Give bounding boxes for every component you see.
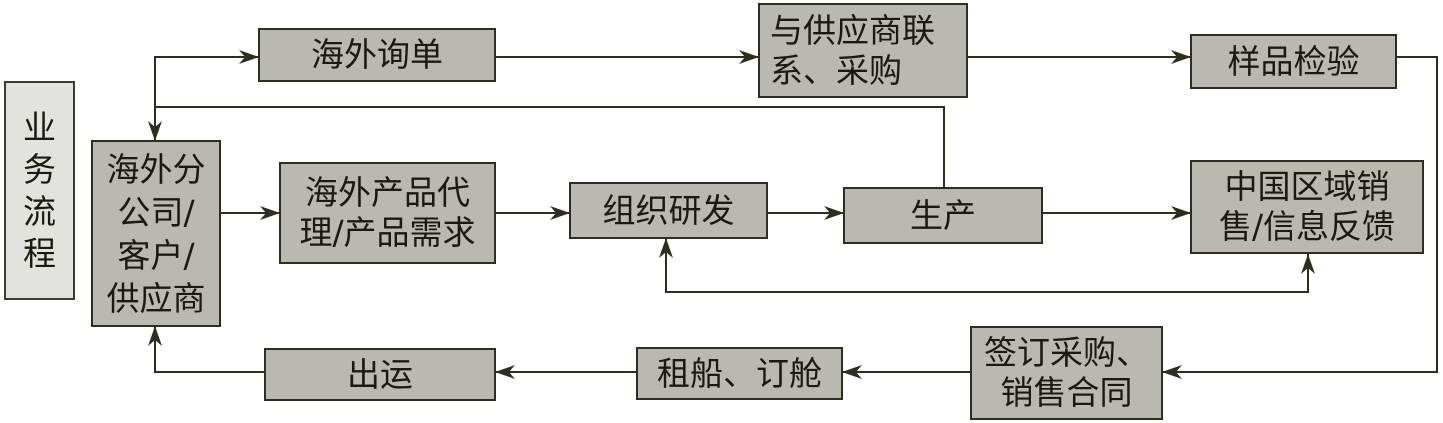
node-chartering-booking: 租船、订舱 bbox=[636, 347, 843, 400]
arrow-production-to-branch bbox=[148, 106, 945, 187]
node-shipping: 出运 bbox=[264, 348, 496, 401]
arrow-sample-to-contract bbox=[1162, 56, 1438, 379]
node-production: 生产 bbox=[843, 187, 1043, 244]
node-product-agency-demand: 海外产品代 理/产品需求 bbox=[279, 162, 496, 264]
arrow-rnd-to-sales bbox=[666, 254, 1315, 293]
node-contact-suppliers: 与供应商联 系、采购 bbox=[758, 3, 968, 98]
arrow-branch-to-inquiry bbox=[154, 50, 259, 140]
node-overseas-inquiry: 海外询单 bbox=[258, 28, 496, 82]
arrow-shipping-to-branch bbox=[148, 326, 264, 373]
node-organize-rnd: 组织研发 bbox=[569, 182, 768, 239]
node-branch-client-supplier: 海外分 公司/ 客户/ 供应商 bbox=[91, 140, 221, 327]
node-sample-inspection: 样品检验 bbox=[1190, 34, 1397, 89]
node-china-sales-feedback: 中国区域销 售/信息反馈 bbox=[1190, 160, 1424, 254]
node-sign-contract: 签订采购、 销售合同 bbox=[970, 326, 1163, 420]
business-process-label: 业 务 流 程 bbox=[4, 81, 75, 300]
